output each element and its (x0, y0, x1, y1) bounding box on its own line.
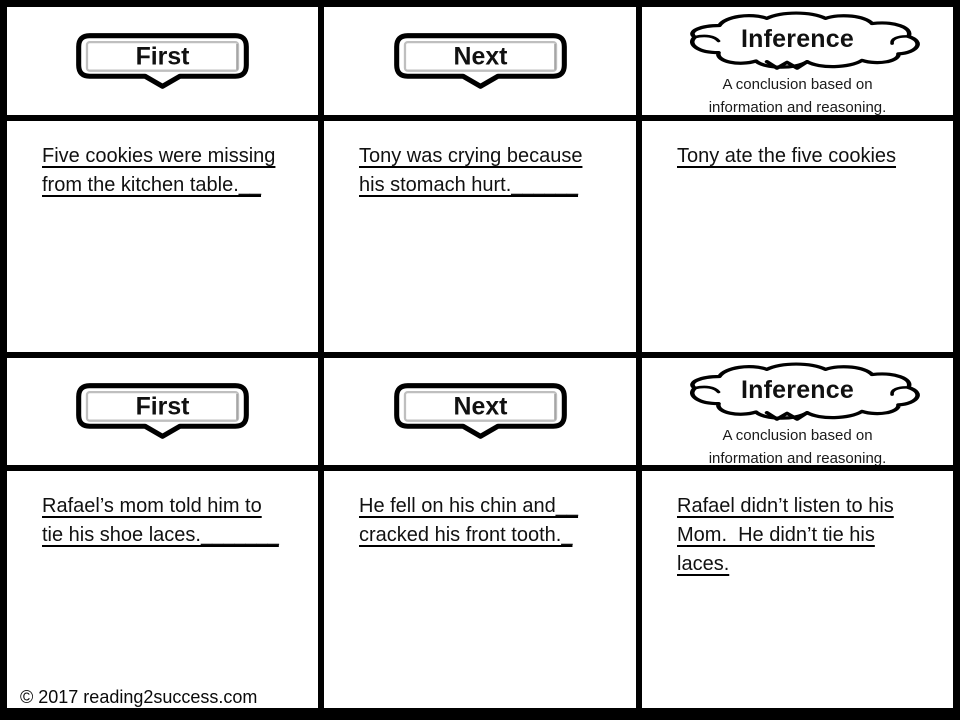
bottom-bar (4, 711, 956, 720)
next-header-cell: Next (321, 355, 639, 468)
sentence-line: his stomach hurt.______ (359, 174, 579, 196)
first-sentence-cell: Rafael’s mom told him to tie his shoe la… (4, 468, 321, 711)
first-header-cell: First (4, 4, 321, 118)
first-banner-icon: First (75, 32, 250, 91)
inference-caption-line: information and reasoning. (708, 99, 887, 117)
next-banner-label: Next (453, 392, 507, 420)
first-header-cell: First (4, 355, 321, 468)
inference-header-cell: Inference A conclusion based on informat… (639, 4, 956, 118)
copyright-text: © 2017 reading2success.com (20, 687, 258, 707)
inference-label: Inference (741, 375, 854, 404)
sentence-line: He fell on his chin and__ (359, 495, 579, 517)
inference-sentence-cell: Rafael didn’t listen to his Mom. He didn… (639, 468, 956, 711)
inference-caption-line: A conclusion based on (722, 76, 873, 93)
next-banner-icon: Next (393, 382, 568, 441)
sentence-line: Tony ate the five cookies (677, 145, 897, 167)
sentence-line: Rafael didn’t listen to his (677, 495, 894, 517)
inference-header-cell: Inference A conclusion based on informat… (639, 355, 956, 468)
sentence-line: tie his shoe laces._______ (42, 524, 279, 546)
first-banner-label: First (136, 42, 190, 70)
inference-label: Inference (741, 24, 854, 53)
sentence-line: Tony was crying because (359, 145, 583, 167)
first-banner-icon: First (75, 382, 250, 441)
sentence-line: laces. (677, 553, 730, 575)
next-sentence-cell: Tony was crying because his stomach hurt… (321, 118, 639, 355)
inference-caption-line: information and reasoning. (708, 450, 887, 468)
sentence-line: from the kitchen table.__ (42, 174, 262, 196)
next-banner-icon: Next (393, 32, 568, 91)
next-banner-label: Next (453, 42, 507, 70)
sentence-line: Rafael’s mom told him to (42, 495, 262, 517)
sentence-line: cracked his front tooth._ (359, 524, 573, 546)
sentence-line: Five cookies were missing (42, 145, 276, 167)
first-banner-label: First (136, 392, 190, 420)
first-sentence-cell: Five cookies were missing from the kitch… (4, 118, 321, 355)
next-header-cell: Next (321, 4, 639, 118)
next-sentence-cell: He fell on his chin and__ cracked his fr… (321, 468, 639, 711)
sentence-line: Mom. He didn’t tie his (677, 524, 875, 546)
inference-sentence-cell: Tony ate the five cookies (639, 118, 956, 355)
inference-caption-line: A conclusion based on (722, 427, 873, 444)
